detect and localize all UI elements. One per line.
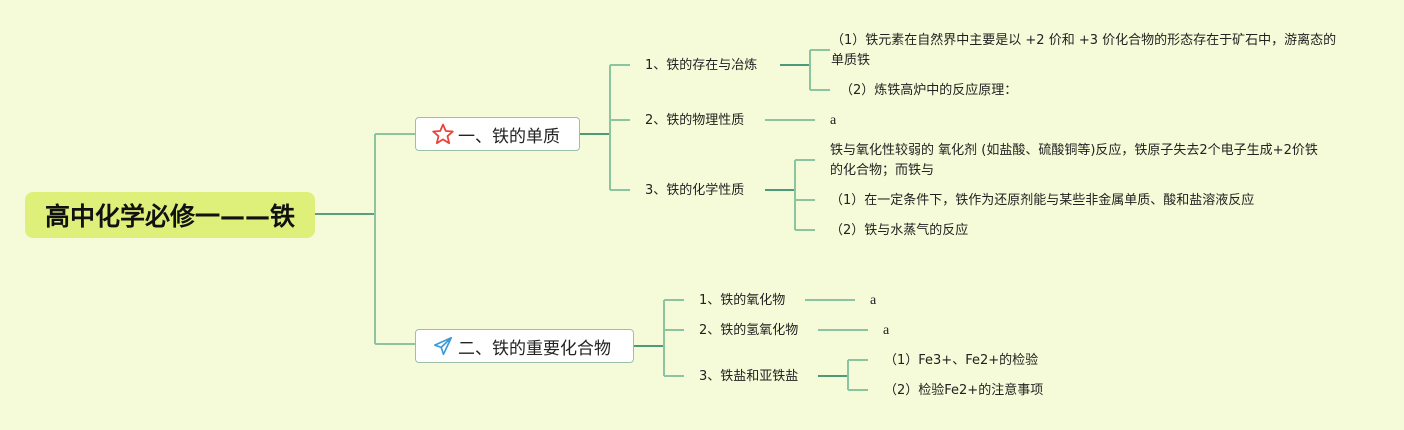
leaf-text[interactable]: a <box>830 113 837 128</box>
leaf-text[interactable]: （1）Fe3+、Fe2+的检验 <box>884 353 1039 368</box>
subtopic-physical-properties[interactable]: 2、铁的物理性质 <box>645 113 745 128</box>
subtopic-iron-oxides[interactable]: 1、铁的氧化物 <box>699 293 786 308</box>
main-topic-label: 一、铁的单质 <box>458 126 560 147</box>
subtopic-existence-smelting[interactable]: 1、铁的存在与冶炼 <box>645 58 758 73</box>
main-topic-iron-compounds[interactable]: 二、铁的重要化合物 <box>415 329 634 363</box>
subtopic-iron-salts[interactable]: 3、铁盐和亚铁盐 <box>699 369 799 384</box>
leaf-text[interactable]: （2）铁与水蒸气的反应 <box>830 223 969 238</box>
leaf-text[interactable]: 铁与氧化性较弱的 氧化剂 (如盐酸、硫酸铜等)反应，铁原子失去2个电子生成+2价… <box>830 143 1318 178</box>
leaf-text[interactable]: a <box>883 323 890 338</box>
subtopic-iron-hydroxides[interactable]: 2、铁的氢氧化物 <box>699 323 799 338</box>
star-icon <box>430 121 456 147</box>
leaf-text[interactable]: （1）在一定条件下，铁作为还原剂能与某些非金属单质、酸和盐溶液反应 <box>830 193 1255 208</box>
central-topic[interactable]: 高中化学必修一——铁 <box>25 192 315 238</box>
leaf-text[interactable]: （2）炼铁高炉中的反应原理： <box>840 83 1018 98</box>
central-topic-title: 高中化学必修一——铁 <box>44 202 295 231</box>
main-topic-iron-element[interactable]: 一、铁的单质 <box>415 117 580 151</box>
leaf-text[interactable]: （2）检验Fe2+的注意事项 <box>884 383 1044 398</box>
leaf-text[interactable]: a <box>870 293 877 308</box>
leaf-text[interactable]: （1）铁元素在自然界中主要是以 +2 价和 +3 价化合物的形态存在于矿石中，游… <box>831 33 1337 68</box>
send-icon <box>430 333 456 359</box>
main-topic-label: 二、铁的重要化合物 <box>458 338 611 359</box>
subtopic-chemical-properties[interactable]: 3、铁的化学性质 <box>645 183 745 198</box>
